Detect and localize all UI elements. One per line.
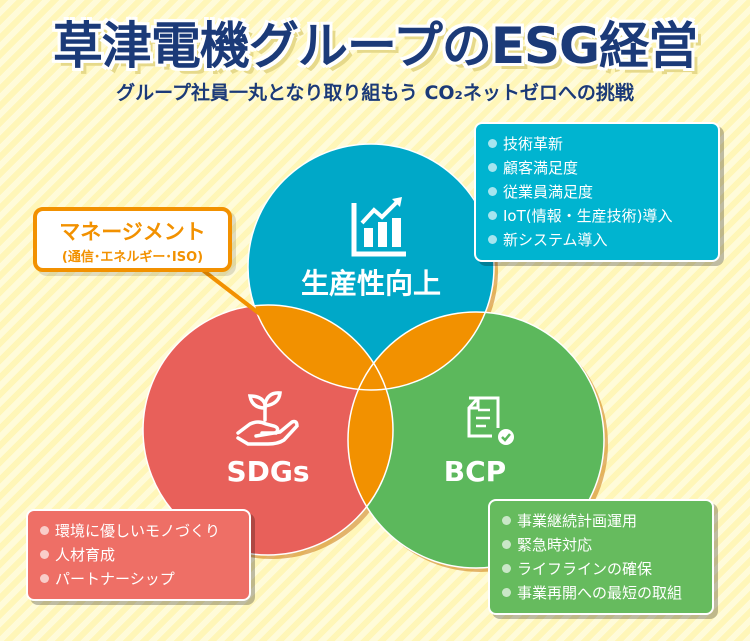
- list-item: 環境に優しいモノづくり: [40, 519, 237, 543]
- label-sdgs: SDGs: [226, 455, 310, 488]
- list-item: パートナーシップ: [40, 567, 237, 591]
- list-item: 事業再開への最短の取組: [502, 581, 700, 605]
- list-item: ライフラインの確保: [502, 557, 700, 581]
- list-item: 技術革新: [488, 132, 706, 156]
- productivity-list: 技術革新 顧客満足度 従業員満足度 IoT(情報・生産技術)導入 新システム導入: [474, 122, 720, 262]
- management-label: マネージメント: [59, 220, 206, 244]
- bcp-list: 事業継続計画運用 緊急時対応 ライフラインの確保 事業再開への最短の取組: [488, 499, 714, 615]
- management-pointer: [198, 266, 267, 320]
- list-item: 新システム導入: [488, 228, 706, 252]
- hand-sprout-icon: [236, 391, 299, 446]
- label-productivity: 生産性向上: [300, 267, 441, 300]
- subtitle: グループ社員一丸となり取り組もう CO₂ネットゼロへの挑戦: [116, 82, 634, 104]
- list-item: IoT(情報・生産技術)導入: [488, 204, 706, 228]
- overlap-regions: [248, 305, 494, 555]
- management-callout: マネージメント (通信･エネルギー･ISO): [33, 207, 232, 272]
- list-item: 人材育成: [40, 543, 237, 567]
- management-detail: (通信･エネルギー･ISO): [61, 250, 204, 265]
- label-bcp: BCP: [443, 455, 507, 488]
- list-item: 緊急時対応: [502, 533, 700, 557]
- sdgs-list: 環境に優しいモノづくり 人材育成 パートナーシップ: [26, 509, 251, 601]
- page-title: 草津電機グループのESG経営: [52, 17, 698, 75]
- list-item: 従業員満足度: [488, 180, 706, 204]
- list-item: 顧客満足度: [488, 156, 706, 180]
- document-check-icon: [467, 396, 514, 445]
- bar-chart-growth-icon: [351, 197, 406, 257]
- list-item: 事業継続計画運用: [502, 509, 700, 533]
